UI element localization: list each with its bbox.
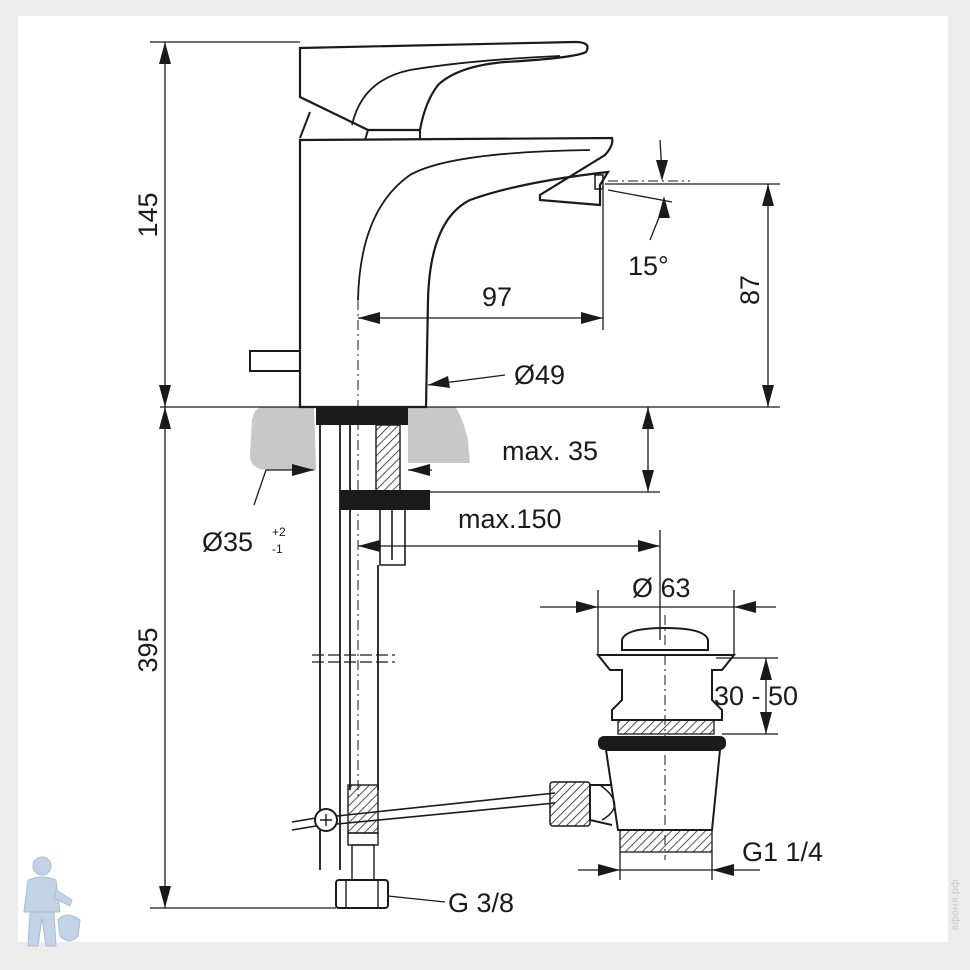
fixing-plate [340,490,430,510]
dim-max150 [358,530,661,640]
strap [291,817,317,831]
waste-port-curve [599,784,616,821]
waste-port [589,784,613,826]
waste-thread-lower [619,829,713,853]
label-87: 87 [735,275,765,305]
plumber-logo [23,856,81,947]
clevis-cross [320,814,332,826]
label-max35: max. 35 [502,436,598,466]
mounting [291,407,556,909]
aerator [594,174,604,190]
spout-curve [357,149,591,301]
base-gasket [316,407,408,425]
deck-right [408,407,470,463]
dim-d49 [427,374,506,388]
spout-body [298,136,614,409]
dim-max35 [430,407,660,493]
dim-15deg [607,139,690,241]
dim-g3-8 [387,895,446,903]
pull-rod [336,792,556,825]
hose-right [349,425,379,790]
dim-g1-1-4 [578,852,760,880]
dim-395 [150,407,336,909]
waste-cap [621,626,709,651]
dim-87 [605,183,780,407]
waste-flange [595,654,737,721]
braided-hose [347,784,379,834]
label-97: 97 [482,282,512,312]
label-145: 145 [133,192,163,237]
waste-body [604,749,722,831]
hose-tail [351,844,375,884]
side-watermark: афоня.рф [950,879,961,930]
waste-locknut [598,736,726,750]
supply-nut-facets [345,880,379,908]
label-15deg: 15° [628,251,669,281]
label-d35-tol-minus: -1 [272,542,283,556]
dim-97 [358,190,604,330]
dim-30-50 [716,657,778,735]
waste-thread-upper [617,719,715,735]
lever-handle [298,40,589,132]
rod-stub [379,510,406,566]
supply-nut [335,879,389,909]
drawing-sheet [18,16,948,942]
label-g3-8: G 3/8 [448,888,514,918]
popup-waste [549,615,737,860]
break-marks [312,654,395,663]
label-d35: Ø35 [202,527,253,557]
label-g1-1-4: G1 1/4 [742,837,823,867]
deck-left [250,407,316,470]
label-d35-tol-plus: +2 [272,525,286,539]
label-d49: Ø49 [514,360,565,390]
waste-port-nut [549,781,591,827]
hose-ferrule [347,832,379,846]
dim-d63 [540,590,776,655]
label-d63: Ø 63 [632,573,691,603]
popup-knob [249,350,301,372]
threaded-stud [375,424,401,494]
hose-left [319,425,341,870]
label-395: 395 [133,627,163,672]
faucet [249,40,614,409]
label-30-50: 30 - 50 [714,681,798,711]
dim-d35 [253,464,432,506]
dim-145 [150,41,300,407]
lever-curve [351,55,561,126]
label-max150: max.150 [458,504,562,534]
